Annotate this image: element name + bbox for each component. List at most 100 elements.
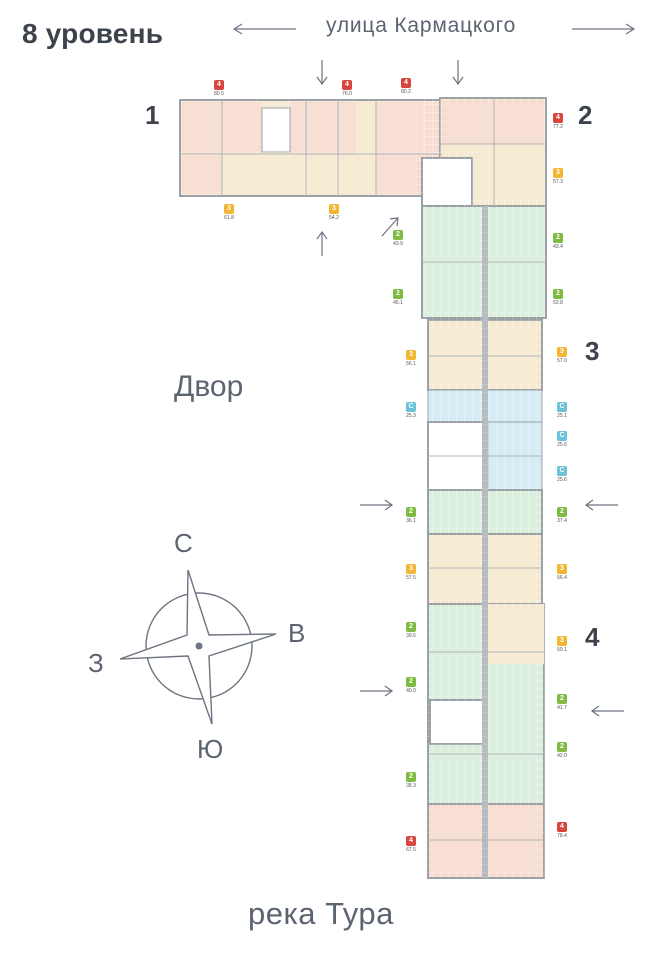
apartment-area: 77.2 bbox=[553, 124, 563, 130]
apartment-area: 78.4 bbox=[557, 833, 567, 839]
apartment-area: 45.1 bbox=[393, 300, 403, 306]
apartment-area: 56.1 bbox=[406, 361, 416, 367]
compass-south-label: Ю bbox=[197, 734, 224, 764]
entrance-arrow-yard-1 bbox=[316, 230, 328, 256]
room-count-chip: 2 bbox=[557, 694, 567, 704]
yard-label: Двор bbox=[174, 370, 244, 403]
apartment-area: 57.5 bbox=[406, 575, 416, 581]
section-number-2: 2 bbox=[578, 100, 593, 130]
apartment-area: 37.4 bbox=[557, 518, 567, 524]
room-count-chip: 2 bbox=[406, 507, 416, 517]
apartment-area: 56.4 bbox=[557, 575, 567, 581]
room-count-chip: 3 bbox=[557, 636, 567, 646]
apartment-area: 59.1 bbox=[557, 647, 567, 653]
street-arrow-right bbox=[572, 23, 636, 35]
apartment-area: 36.1 bbox=[406, 518, 416, 524]
room-count-chip: 3 bbox=[329, 204, 339, 214]
entrance-arrow-east-4 bbox=[590, 705, 624, 717]
entrance-arrow-top-2 bbox=[452, 60, 464, 86]
room-count-chip: С bbox=[557, 402, 567, 412]
compass-rose bbox=[119, 569, 277, 725]
section-number-1: 1 bbox=[145, 100, 160, 130]
entrance-arrow-west-3 bbox=[360, 499, 394, 511]
room-count-chip: 2 bbox=[393, 289, 403, 299]
apartment-area: 40.0 bbox=[406, 688, 416, 694]
apartment-area: 43.9 bbox=[393, 241, 403, 247]
apartment-area: 67.5 bbox=[406, 847, 416, 853]
entrance-arrow-west-4 bbox=[360, 685, 394, 697]
room-count-chip: 2 bbox=[406, 677, 416, 687]
room-count-chip: 4 bbox=[214, 80, 224, 90]
compass-west-label: З bbox=[88, 648, 104, 678]
street-arrow-left bbox=[232, 23, 296, 35]
apartment-area: 57.3 bbox=[553, 179, 563, 185]
section-number-3: 3 bbox=[585, 336, 600, 366]
building-plan bbox=[179, 97, 547, 879]
room-count-chip: 3 bbox=[557, 347, 567, 357]
room-count-chip: 2 bbox=[557, 742, 567, 752]
room-count-chip: 2 bbox=[406, 622, 416, 632]
apartment-area: 25.3 bbox=[406, 413, 416, 419]
room-count-chip: 4 bbox=[342, 80, 352, 90]
room-count-chip: 2 bbox=[393, 230, 403, 240]
apartment-area: 76.0 bbox=[342, 91, 352, 97]
apartment-area: 43.4 bbox=[553, 244, 563, 250]
room-count-chip: 3 bbox=[406, 350, 416, 360]
room-count-chip: 3 bbox=[224, 204, 234, 214]
apartment-area: 38.3 bbox=[406, 783, 416, 789]
apartment-area: 41.7 bbox=[557, 705, 567, 711]
entrance-arrow-east-3 bbox=[584, 499, 618, 511]
room-count-chip: 3 bbox=[553, 168, 563, 178]
apartment-area: 61.8 bbox=[224, 215, 234, 221]
apartment-area: 52.8 bbox=[553, 300, 563, 306]
room-count-chip: С bbox=[557, 431, 567, 441]
room-count-chip: 4 bbox=[406, 836, 416, 846]
room-count-chip: 2 bbox=[553, 289, 563, 299]
page-title: 8 уровень bbox=[22, 18, 164, 49]
entrance-arrow-top-1 bbox=[316, 60, 328, 86]
room-count-chip: 4 bbox=[557, 822, 567, 832]
compass-north-label: С bbox=[174, 528, 193, 558]
compass-east-label: В bbox=[288, 618, 306, 648]
room-count-chip: 4 bbox=[553, 113, 563, 123]
room-count-chip: С bbox=[406, 402, 416, 412]
apartment-area: 80.2 bbox=[401, 89, 411, 95]
room-count-chip: 2 bbox=[553, 233, 563, 243]
entrance-arrow-diagonal bbox=[381, 217, 399, 237]
room-count-chip: 2 bbox=[557, 507, 567, 517]
apartment-area: 25.1 bbox=[557, 413, 567, 419]
street-label: улица Кармацкого bbox=[326, 14, 517, 37]
apartment-area: 57.0 bbox=[557, 358, 567, 364]
apartment-area: 39.6 bbox=[406, 633, 416, 639]
